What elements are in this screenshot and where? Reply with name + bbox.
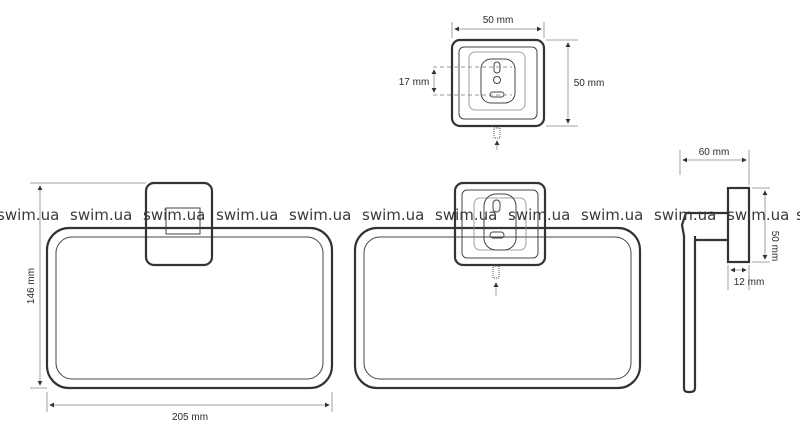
watermark: swim.ua <box>796 206 800 224</box>
watermark: swim.ua <box>143 206 205 224</box>
front-view-ring <box>45 181 334 390</box>
dim-label-ring-width: 205 mm <box>172 412 208 423</box>
dim-label-depth: 60 mm <box>699 147 730 158</box>
dim-label-ring-height: 146 mm <box>26 268 37 304</box>
watermark: swim.ua <box>727 206 789 224</box>
dim-label-plate-height: 50 mm <box>574 78 605 89</box>
watermark: swim.ua <box>654 206 716 224</box>
middle-view-ring <box>353 181 642 390</box>
watermark: swim.ua <box>362 206 424 224</box>
watermark: swim.ua <box>216 206 278 224</box>
mounting-plate-view: 17 mm 50 mm 50 mm <box>399 15 605 150</box>
watermark: swim.ua <box>435 206 497 224</box>
watermark: swim.ua <box>0 206 59 224</box>
dim-label-thickness: 12 mm <box>734 277 765 288</box>
watermark: swim.ua <box>70 206 132 224</box>
dim-label-hole-spacing: 17 mm <box>399 77 430 88</box>
watermark: swim.ua <box>289 206 351 224</box>
watermark-row: swim.ua swim.ua swim.ua swim.ua swim.ua … <box>0 206 800 224</box>
dim-label-plate-width: 50 mm <box>483 15 514 26</box>
watermark: swim.ua <box>581 206 643 224</box>
side-view: 60 mm 50 mm 12 mm <box>679 147 780 394</box>
dim-146: 146 mm <box>26 182 146 389</box>
watermark: swim.ua <box>508 206 570 224</box>
dim-label-side-height: 50 mm <box>769 231 780 262</box>
dim-205: 205 mm <box>46 392 333 423</box>
